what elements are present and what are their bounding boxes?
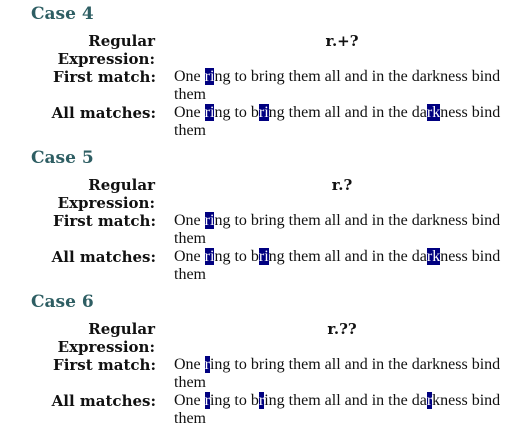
- sample-text-segment: One: [174, 392, 205, 409]
- first-match-label: First match:: [53, 356, 156, 374]
- regex-label-line1: Regular: [88, 32, 155, 50]
- sample-text-segment: ng to b: [214, 248, 259, 265]
- sample-text-segment: One: [174, 248, 205, 265]
- match-highlight: ri: [258, 248, 269, 265]
- regex-label-line2: Expression:: [57, 50, 155, 68]
- regex-label: Regular Expression:: [50, 32, 155, 68]
- regex-label: Regular Expression:: [50, 176, 155, 212]
- regex-value: r.?: [331, 176, 353, 194]
- case-heading: Case 6: [31, 292, 94, 312]
- regex-value: r.??: [327, 320, 357, 338]
- sample-text-segment: ng to bring them all and in the darkness…: [174, 212, 501, 247]
- match-highlight: rk: [426, 104, 441, 121]
- sample-text-segment: ing to b: [209, 392, 259, 409]
- match-highlight: ri: [204, 248, 215, 265]
- first-match-text: One ring to bring them all and in the da…: [174, 68, 510, 104]
- all-matches-text: One ring to bring them all and in the da…: [174, 248, 510, 284]
- all-matches-label: All matches:: [51, 248, 156, 266]
- match-highlight: r: [258, 392, 265, 409]
- sample-text-segment: ness bind them: [174, 248, 501, 283]
- regex-label-line2: Expression:: [57, 338, 155, 356]
- all-matches-text: One ring to bring them all and in the da…: [174, 392, 510, 428]
- sample-text-segment: kness bind them: [174, 392, 501, 427]
- sample-text-segment: ing them all and in the da: [264, 392, 427, 409]
- first-match-text: One ring to bring them all and in the da…: [174, 356, 510, 392]
- match-highlight: ri: [258, 104, 269, 121]
- sample-text-segment: ng to b: [214, 104, 259, 121]
- match-highlight: rk: [426, 248, 441, 265]
- first-match-text: One ring to bring them all and in the da…: [174, 212, 510, 248]
- match-highlight: r: [204, 356, 210, 373]
- sample-text-segment: One: [174, 104, 205, 121]
- sample-text-segment: ng them all and in the da: [268, 248, 427, 265]
- all-matches-label: All matches:: [51, 392, 156, 410]
- match-highlight: r: [204, 392, 210, 409]
- match-highlight: ri: [204, 68, 215, 85]
- sample-text-segment: ng to bring them all and in the darkness…: [174, 68, 501, 103]
- match-highlight: ri: [204, 212, 215, 229]
- sample-text-segment: One: [174, 212, 205, 229]
- sample-text-segment: ness bind them: [174, 104, 501, 139]
- regex-label-line1: Regular: [88, 176, 155, 194]
- regex-label-line1: Regular: [88, 320, 155, 338]
- case-heading: Case 5: [31, 148, 94, 168]
- first-match-label: First match:: [53, 68, 156, 86]
- match-highlight: r: [426, 392, 433, 409]
- regex-value: r.+?: [325, 32, 359, 50]
- all-matches-label: All matches:: [51, 104, 156, 122]
- regex-label-line2: Expression:: [57, 194, 155, 212]
- sample-text-segment: ing to bring them all and in the darknes…: [174, 356, 501, 391]
- case-heading: Case 4: [31, 4, 94, 24]
- sample-text-segment: One: [174, 356, 205, 373]
- regex-label: Regular Expression:: [50, 320, 155, 356]
- sample-text-segment: ng them all and in the da: [268, 104, 427, 121]
- match-highlight: ri: [204, 104, 215, 121]
- first-match-label: First match:: [53, 212, 156, 230]
- sample-text-segment: One: [174, 68, 205, 85]
- all-matches-text: One ring to bring them all and in the da…: [174, 104, 510, 140]
